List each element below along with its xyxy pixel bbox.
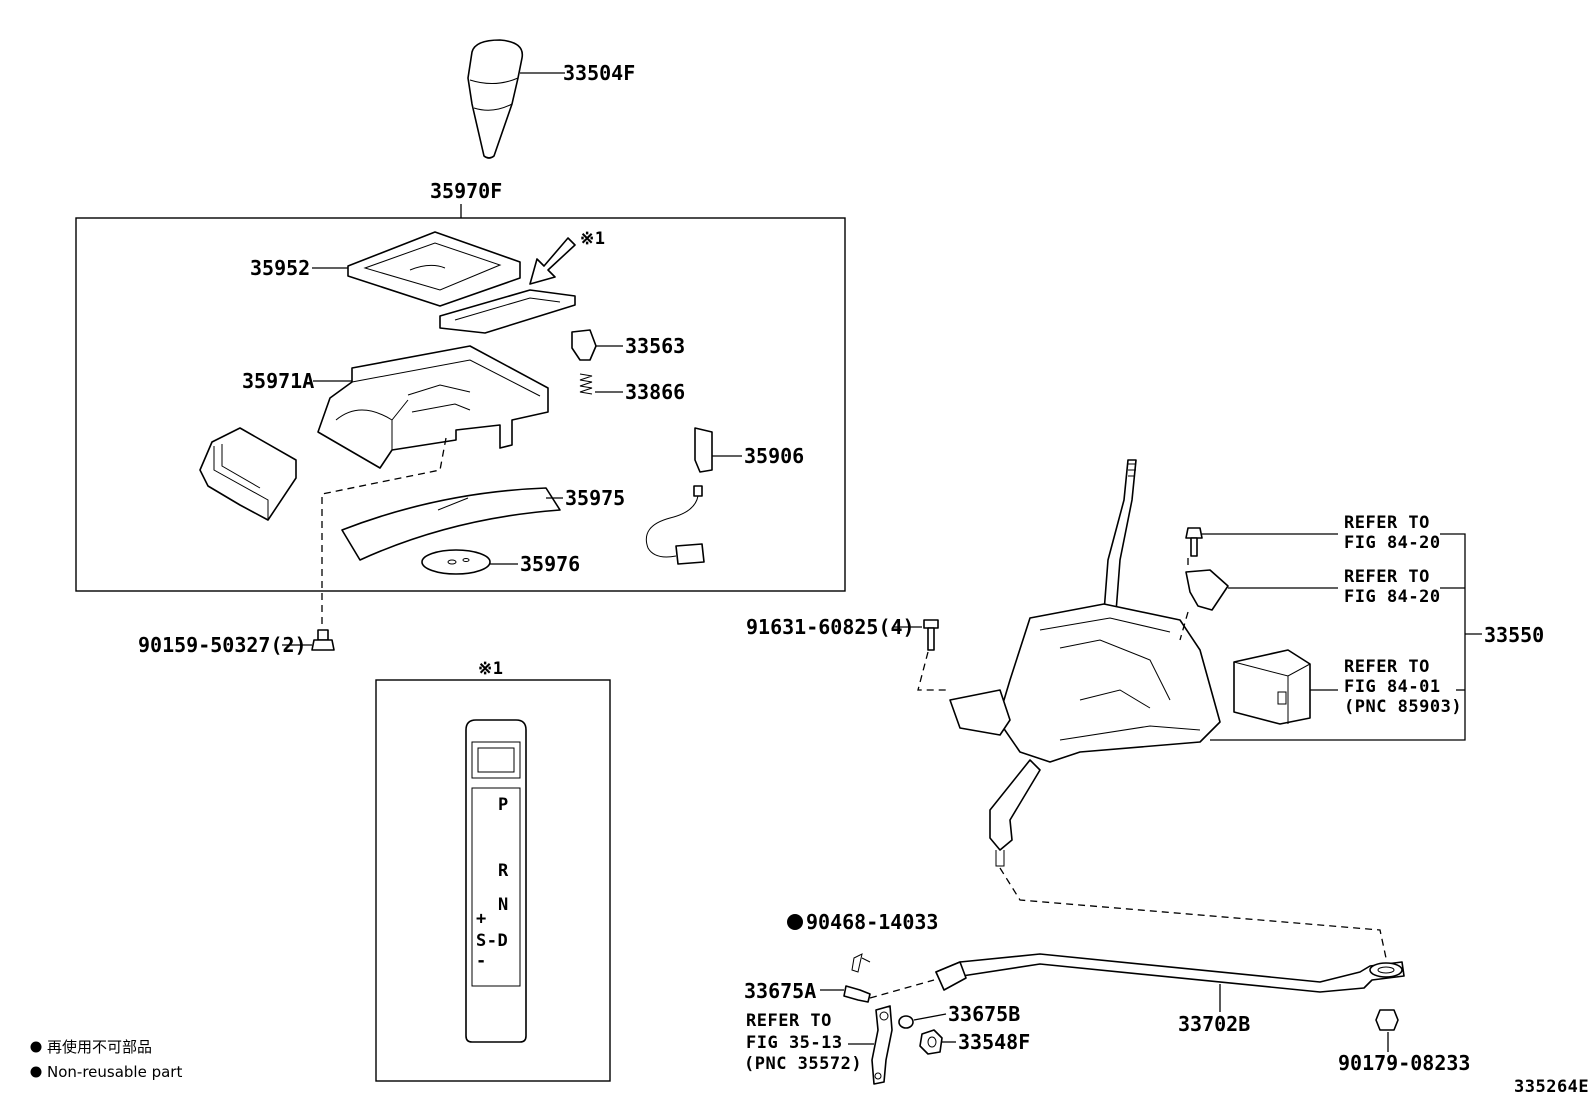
arrow-icon: [529, 237, 576, 285]
disc-35976[interactable]: [421, 549, 491, 575]
gear-r: R: [498, 861, 509, 881]
svg-text:(PNC 85903): (PNC 85903): [1344, 697, 1462, 717]
legend-dot-icon-ja: [30, 1041, 42, 1053]
label-33866: 33866: [625, 380, 685, 404]
shift-lever-33550[interactable]: [949, 459, 1221, 867]
bushing-33675b[interactable]: [898, 1015, 914, 1029]
bracket-35906[interactable]: [694, 427, 713, 473]
svg-text:REFER TO: REFER TO: [746, 1011, 832, 1031]
label-33548f: 33548F: [958, 1030, 1030, 1054]
label-91631-60825: 91631-60825(4): [746, 615, 915, 639]
svg-text:REFER TO: REFER TO: [1344, 567, 1430, 587]
svg-text:(PNC 35572): (PNC 35572): [744, 1054, 862, 1074]
bolt-91631[interactable]: [923, 619, 939, 651]
label-35906: 35906: [744, 444, 804, 468]
screw-ref-84-20[interactable]: [1185, 527, 1203, 557]
legend-japanese: 再使用不可部品: [47, 1038, 152, 1056]
shift-knob-33504f[interactable]: [467, 39, 524, 159]
refer-to-84-20-a[interactable]: REFER TO FIG 84-20: [1344, 513, 1441, 553]
indicator-panel-35975[interactable]: [341, 487, 561, 561]
label-90179-08233: 90179-08233: [1338, 1051, 1470, 1075]
label-35971a: 35971A: [242, 369, 314, 393]
screw-90159[interactable]: [311, 629, 335, 651]
label-90159-50327: 90159-50327(2): [138, 633, 307, 657]
control-module-ref-84-01[interactable]: [1233, 649, 1311, 725]
pin-33675a[interactable]: [843, 985, 871, 1003]
label-33675a: 33675A: [744, 979, 816, 1003]
control-rod-33702b[interactable]: [935, 953, 1405, 993]
gear-minus: -: [476, 951, 487, 971]
gear-plus: +: [476, 909, 487, 929]
spring-33866[interactable]: [579, 373, 593, 395]
indicator-plate: [465, 719, 527, 1043]
lever-arm-35-13[interactable]: [871, 1005, 893, 1085]
label-90468-14033: 90468-14033: [806, 910, 938, 934]
svg-text:FIG 84-20: FIG 84-20: [1344, 587, 1441, 607]
svg-text:FIG 84-01: FIG 84-01: [1344, 677, 1441, 697]
housing-assembly-box: [75, 217, 846, 592]
gear-sd: S-D: [476, 931, 508, 951]
diagram-id: 335264E: [1514, 1077, 1589, 1097]
label-33504f: 33504F: [563, 61, 635, 85]
note-mark-2: ※1: [478, 659, 503, 679]
bracket-left[interactable]: [199, 427, 297, 521]
refer-to-35-13[interactable]: REFER TO FIG 35-13 (PNC 35572): [744, 1011, 862, 1074]
label-35970f: 35970F: [430, 179, 502, 203]
label-35952: 35952: [250, 256, 310, 280]
label-35975: 35975: [565, 486, 625, 510]
gear-n: N: [498, 895, 509, 915]
refer-to-84-20-b[interactable]: REFER TO FIG 84-20: [1344, 567, 1441, 607]
note-mark-1: ※1: [580, 229, 605, 249]
svg-text:FIG 84-20: FIG 84-20: [1344, 533, 1441, 553]
legend-english: Non-reusable part: [47, 1063, 182, 1081]
housing-35971a[interactable]: [317, 345, 549, 469]
nut-90179[interactable]: [1375, 1009, 1399, 1031]
label-35976: 35976: [520, 552, 580, 576]
refer-to-84-01[interactable]: REFER TO FIG 84-01 (PNC 85903): [1344, 657, 1462, 717]
svg-text:REFER TO: REFER TO: [1344, 513, 1430, 533]
indicator-detail-box: [375, 679, 611, 1082]
label-33702b: 33702B: [1178, 1012, 1250, 1036]
cover-33563[interactable]: [571, 329, 597, 361]
svg-text:FIG 35-13: FIG 35-13: [746, 1033, 843, 1053]
legend-dot-icon-en: [30, 1066, 42, 1078]
label-33675b: 33675B: [948, 1002, 1020, 1026]
svg-text:REFER TO: REFER TO: [1344, 657, 1430, 677]
plate-35952[interactable]: [347, 231, 521, 307]
bracket-ref-84-20[interactable]: [1185, 569, 1229, 611]
non-reusable-dot-icon: [787, 914, 803, 930]
label-33563: 33563: [625, 334, 685, 358]
bushing-33548f[interactable]: [919, 1029, 943, 1055]
label-33550: 33550: [1484, 623, 1544, 647]
gear-p: P: [498, 795, 509, 815]
wire-harness[interactable]: [645, 485, 705, 565]
indicator-strip[interactable]: [439, 289, 576, 334]
clip-90468[interactable]: [851, 953, 871, 973]
